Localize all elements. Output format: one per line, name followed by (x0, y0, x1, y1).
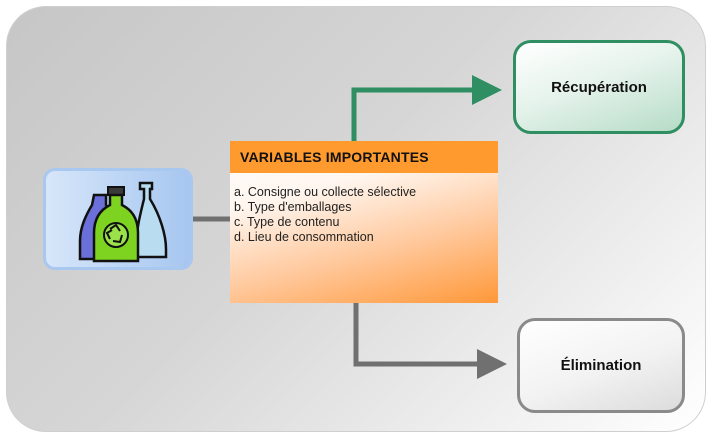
recuperation-box: Récupération (513, 40, 685, 134)
variable-item: d. Lieu de consommation (234, 230, 374, 244)
elimination-arrow (353, 303, 507, 379)
elimination-box: Élimination (517, 318, 685, 413)
bottles-recycle-icon (78, 181, 168, 263)
variable-item: a. Consigne ou collecte sélective (234, 185, 417, 199)
variables-title: VARIABLES IMPORTANTES (230, 141, 498, 173)
elimination-label: Élimination (560, 357, 642, 374)
variable-item: c. Type de contenu (234, 215, 340, 229)
variables-list: a. Consigne ou collecte sélective b. Typ… (234, 185, 416, 245)
variables-box: VARIABLES IMPORTANTES a. Consigne ou col… (230, 141, 498, 303)
variable-item: b. Type d'emballages (234, 200, 352, 214)
recuperation-arrow (351, 75, 502, 143)
product-box (43, 168, 193, 270)
recuperation-label: Récupération (551, 78, 647, 96)
